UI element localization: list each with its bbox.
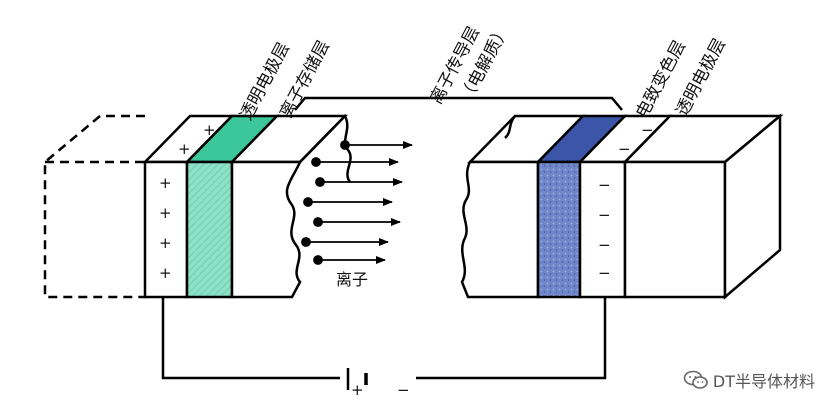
plus-sign: + xyxy=(178,140,191,158)
plus-sign: + xyxy=(159,234,172,252)
electrochromic-layer xyxy=(535,114,628,299)
watermark: DT半导体材料 xyxy=(683,368,815,392)
right-electrode-minus-signs: − − − − − − xyxy=(598,121,654,282)
wechat-icon xyxy=(683,370,708,389)
ion-arrows xyxy=(301,140,413,265)
plus-sign: + xyxy=(203,121,216,139)
left-electrolyte-slab xyxy=(229,113,352,299)
electrolyte-bracket xyxy=(294,96,623,111)
minus-sign: − xyxy=(598,264,611,282)
ions-label: 离子 xyxy=(336,270,369,289)
minus-sign: − xyxy=(598,176,611,194)
watermark-text: DT半导体材料 xyxy=(712,372,815,391)
minus-sign: − xyxy=(598,236,611,254)
left-dashed-outline xyxy=(43,114,145,299)
battery-minus-label: − xyxy=(397,381,410,399)
plus-sign: + xyxy=(159,264,172,282)
left-electrode-plus-signs: + + + + + + xyxy=(159,121,216,282)
right-electrode-layer xyxy=(577,114,673,299)
circuit-wire-right xyxy=(416,297,607,380)
minus-sign: − xyxy=(618,140,631,158)
circuit-wire-left xyxy=(161,297,340,380)
external-circuit xyxy=(161,297,607,390)
minus-sign: − xyxy=(641,121,654,139)
right-substrate-block xyxy=(622,113,784,300)
right-electrolyte-slab xyxy=(460,114,586,299)
battery-plus-label: + xyxy=(351,381,364,399)
plus-sign: + xyxy=(159,204,172,222)
left-electrode-block xyxy=(142,114,235,299)
minus-sign: − xyxy=(598,206,611,224)
plus-sign: + xyxy=(159,174,172,192)
